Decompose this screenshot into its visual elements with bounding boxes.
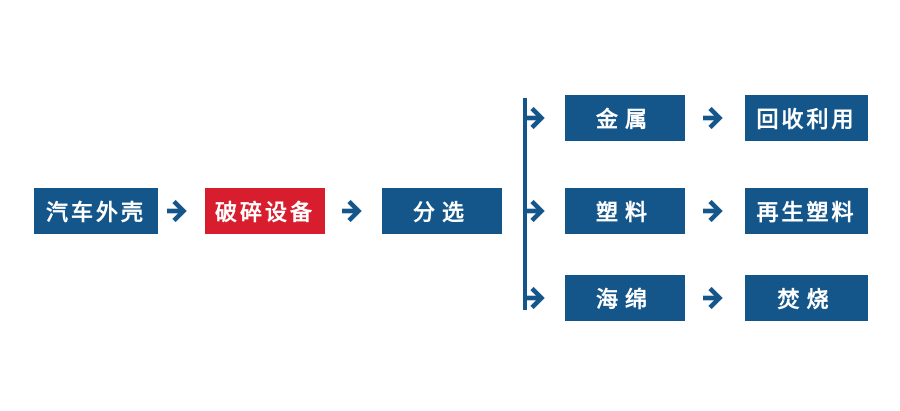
node-metal: 金属 [565,95,685,141]
arrow-right-icon [702,285,730,311]
arrow-right-icon [524,198,552,224]
arrow-right-icon [166,198,194,224]
arrow-right-icon [702,105,730,131]
arrow-right-icon [341,198,369,224]
node-sorting: 分选 [382,188,502,234]
branch-connector-line [523,98,527,310]
arrow-right-icon [524,105,552,131]
arrow-right-icon [702,198,730,224]
node-recycled-plastic: 再生塑料 [745,188,868,234]
arrow-right-icon [524,285,552,311]
node-sponge: 海绵 [565,275,685,321]
node-car-shell: 汽车外壳 [34,188,158,234]
node-recycling-reuse: 回收利用 [745,95,868,141]
node-crushing-equipment: 破碎设备 [205,188,325,234]
node-incineration: 焚烧 [745,275,868,321]
node-plastic: 塑料 [565,188,685,234]
